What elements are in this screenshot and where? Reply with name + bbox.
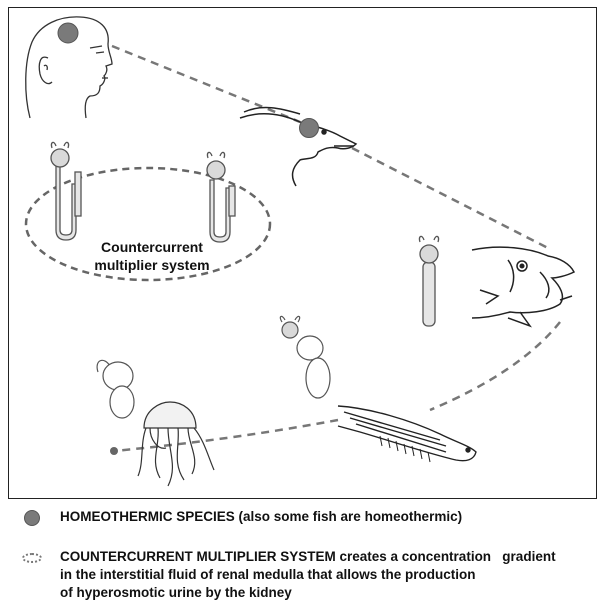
nephron-loop-mammal-2 — [206, 151, 236, 243]
legend-ccm-text-line3: of hyperosmotic urine by the kidney — [60, 585, 292, 600]
ancestor-endpoint-dot — [110, 447, 118, 455]
legend-homeothermic-symbol-wrap — [20, 508, 60, 528]
human-head-illustration — [25, 16, 113, 119]
legend-ccm-symbol-wrap — [20, 548, 60, 568]
nephron-loop-mammal-1 — [50, 141, 82, 241]
nephron-fish — [418, 235, 440, 327]
jellyfish-illustration — [137, 401, 215, 487]
bird-illustration — [239, 106, 358, 187]
ccm-label-line2: multiplier system — [94, 257, 209, 273]
ccm-dashed-ellipse — [24, 166, 272, 282]
legend-homeothermic-row: HOMEOTHERMIC SPECIES (also some fish are… — [20, 508, 462, 528]
ccm-label-line1: Countercurrent — [101, 239, 203, 255]
human-homeothermic-marker — [57, 22, 79, 44]
legend-ccm-text-block: COUNTERCURRENT MULTIPLIER SYSTEM creates… — [60, 548, 556, 602]
primitive-nephron-sacs — [279, 315, 331, 399]
cnidarian-sacs — [96, 359, 135, 419]
figure-frame — [8, 7, 597, 499]
legend-homeothermic-text: HOMEOTHERMIC SPECIES (also some fish are… — [60, 509, 463, 524]
legend-ccm-row: COUNTERCURRENT MULTIPLIER SYSTEM creates… — [20, 548, 556, 602]
legend-ccm-text-line2: in the interstitial fluid of renal medul… — [60, 567, 476, 582]
bird-homeothermic-marker — [299, 118, 319, 138]
legend-ccm-text-line1: COUNTERCURRENT MULTIPLIER SYSTEM creates… — [60, 549, 556, 564]
lamprey-illustration — [337, 405, 477, 463]
homeothermic-dot-icon — [24, 510, 40, 526]
dotted-ellipse-icon — [22, 553, 42, 563]
fish-illustration — [471, 246, 576, 328]
